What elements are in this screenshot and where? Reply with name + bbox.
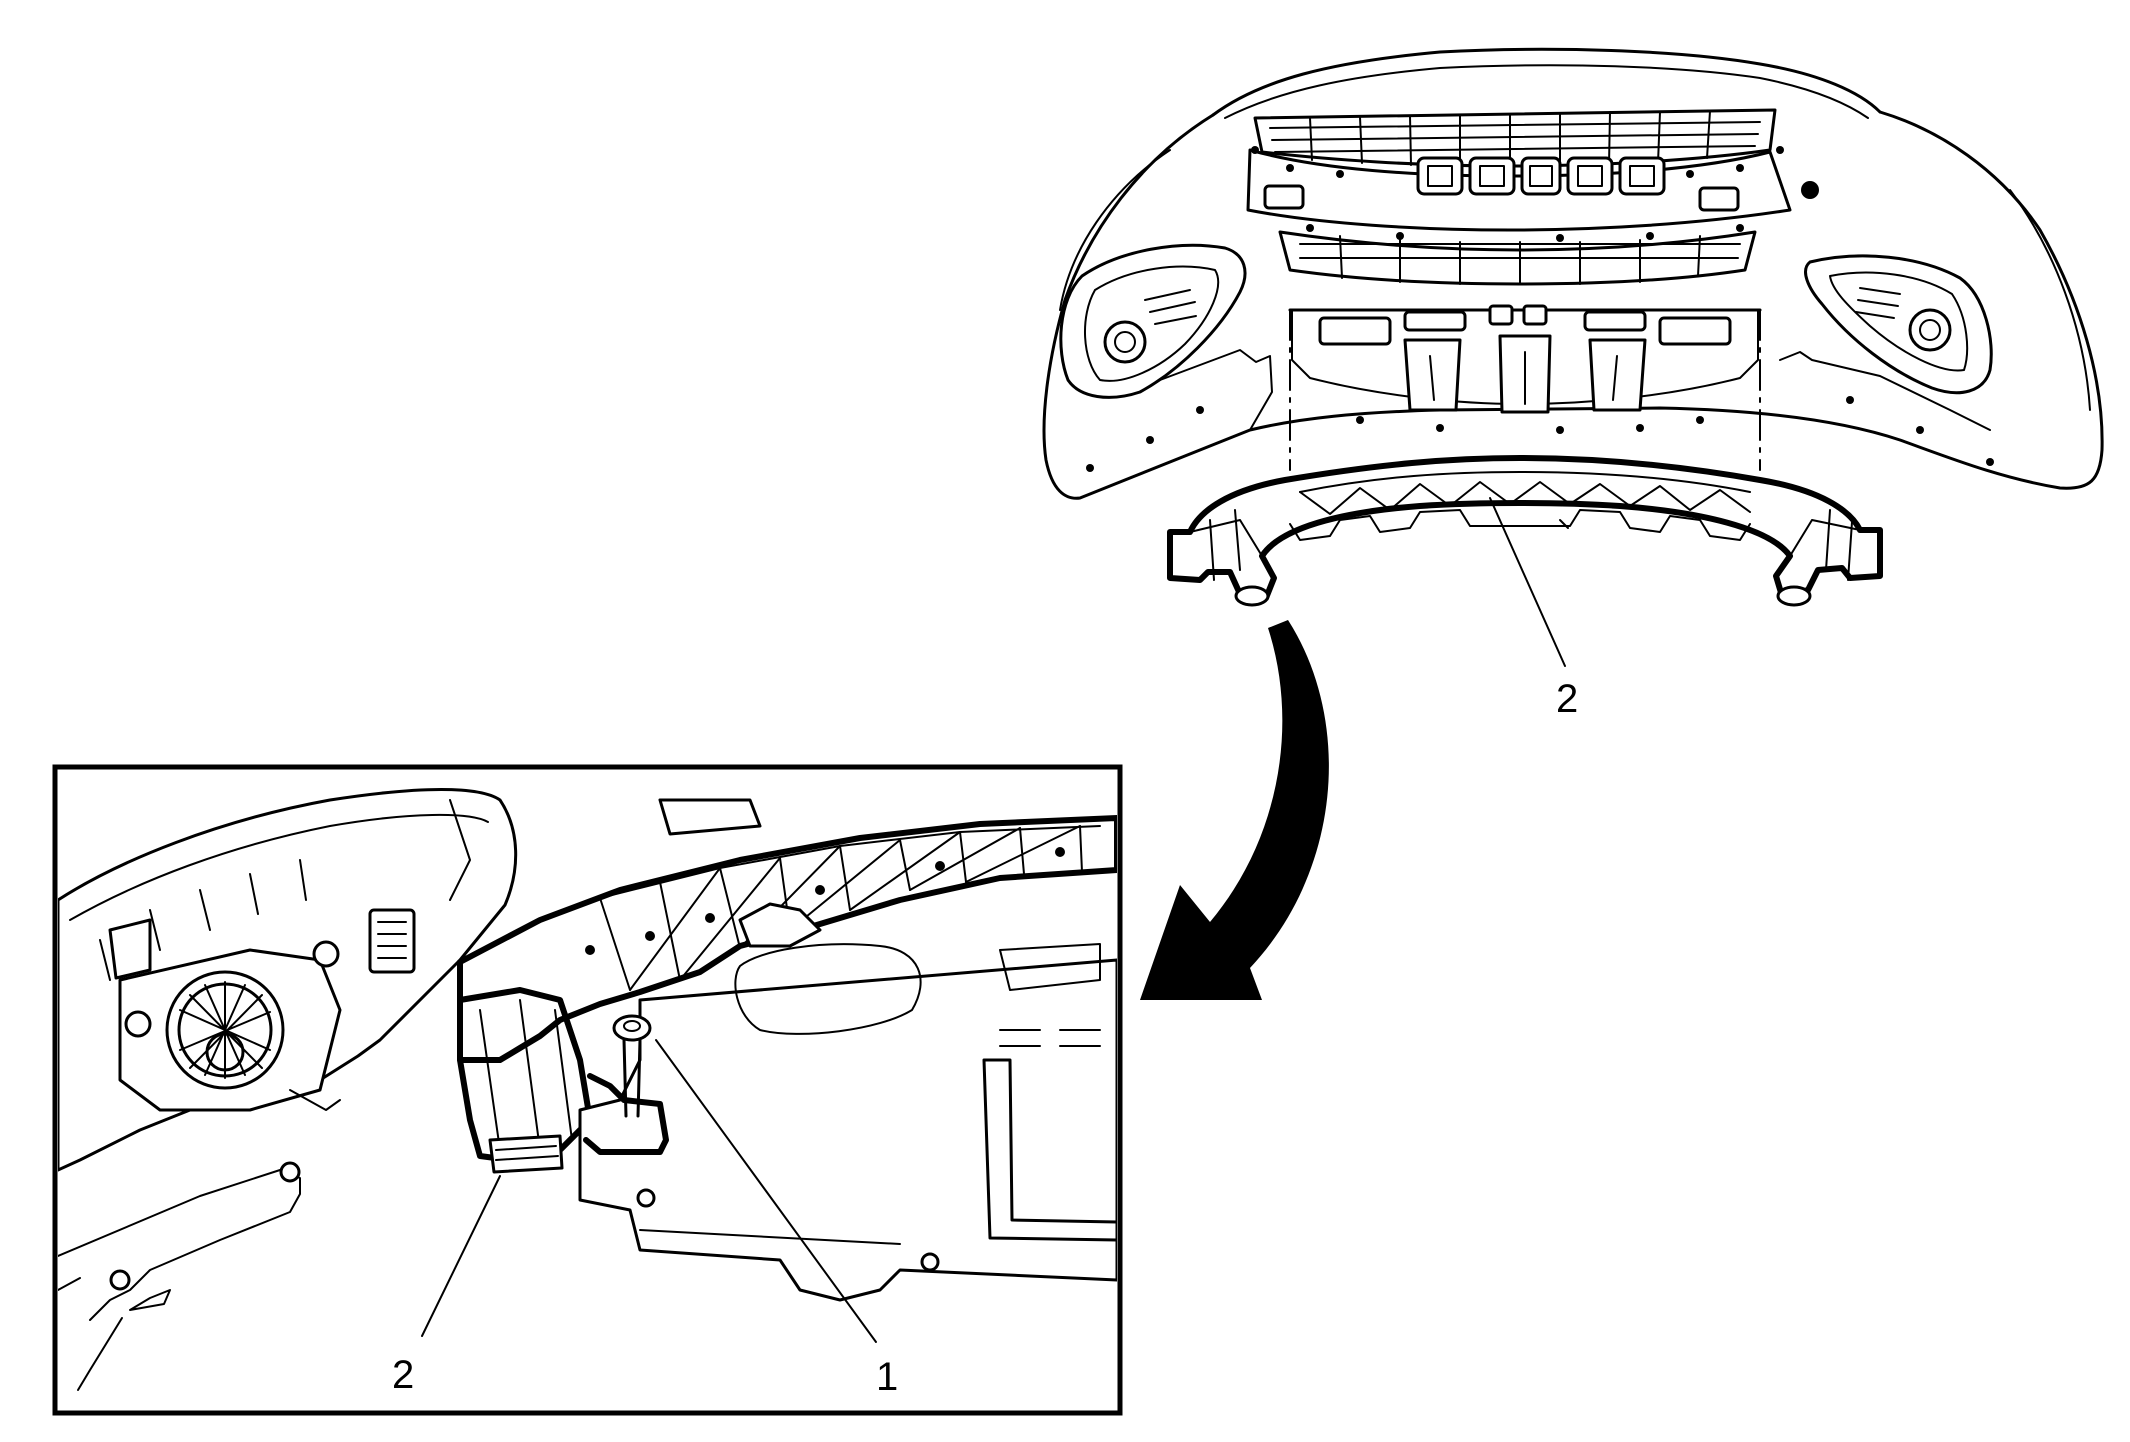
inset-callout-2: 2	[392, 1353, 414, 1397]
inset-mounting-foot	[457, 987, 593, 1174]
alignment-lines	[1289, 309, 1761, 471]
right-fog-lamp-pocket	[1804, 254, 1993, 395]
inset-fastener	[612, 1014, 652, 1118]
detail-inset: 2 1	[52, 764, 1123, 1416]
inset-leader-1	[655, 1039, 877, 1343]
lower-reinforcement	[1167, 455, 1883, 607]
lower-air-deflector	[1288, 304, 1762, 434]
zoom-arrow	[1140, 620, 1329, 1000]
main-callout-2: 2	[1556, 677, 1578, 721]
inset-lower-panel	[578, 943, 1117, 1302]
main-leader-line	[1559, 519, 1569, 529]
main-callout-leader	[1489, 497, 1566, 667]
front-bumper-fascia	[1042, 47, 2104, 500]
inset-callout-1: 1	[876, 1355, 898, 1399]
inset-fog-lamp	[118, 940, 342, 1112]
inset-leader-2	[421, 1175, 501, 1337]
center-bracket-blocks	[1416, 156, 1666, 196]
inset-reinforcement	[457, 798, 1117, 1063]
left-fog-lamp-pocket	[1059, 243, 1247, 399]
